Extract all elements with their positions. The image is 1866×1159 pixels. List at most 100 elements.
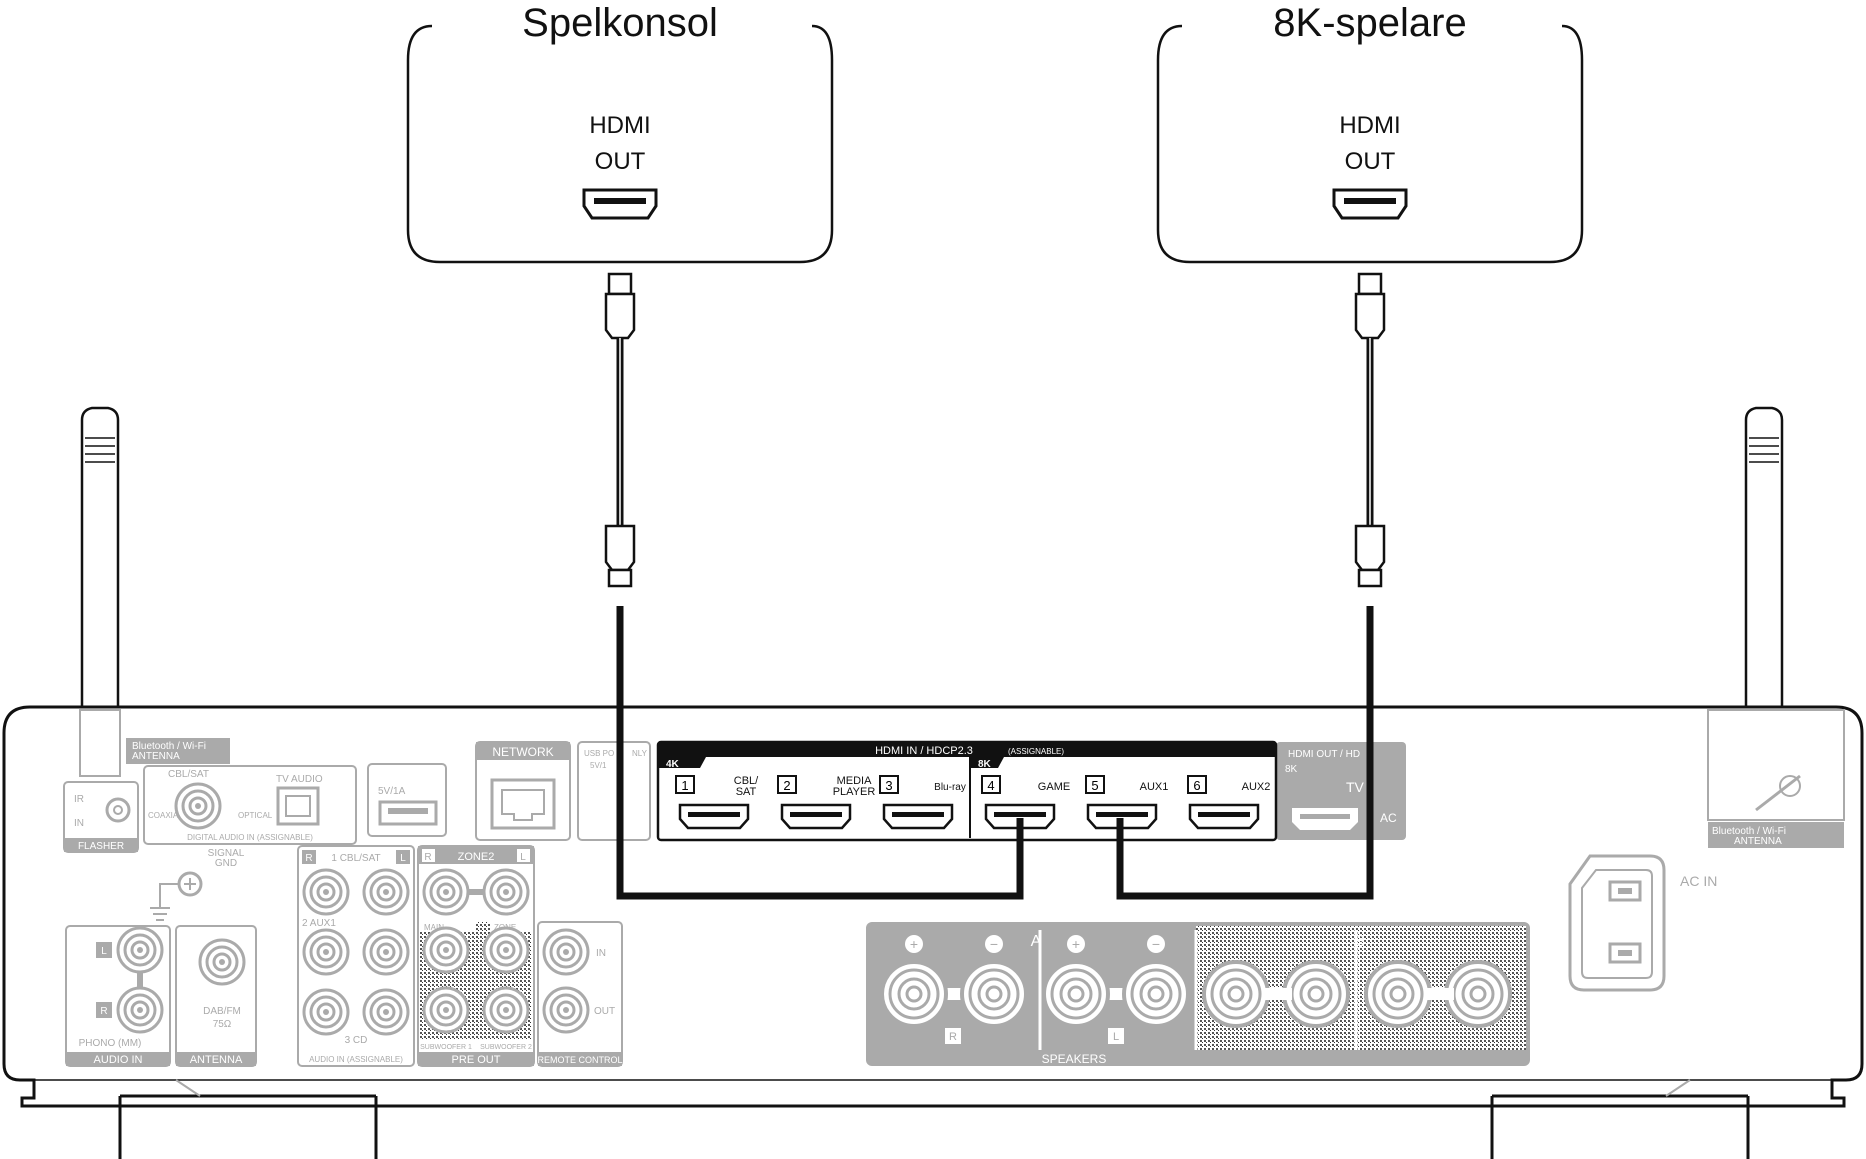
audio-in-cd-l-jack[interactable] bbox=[362, 988, 410, 1036]
hdmi-in-2-port[interactable] bbox=[780, 803, 852, 830]
hdmi-in-4-num: 4 bbox=[987, 778, 994, 793]
usb-port-label-3: NLY bbox=[632, 749, 648, 758]
hdmi-in-assignable: (ASSIGNABLE) bbox=[1008, 747, 1064, 756]
signal-gnd-label-1: SIGNAL bbox=[208, 848, 245, 859]
player-8k-hdmi-out-port[interactable] bbox=[1332, 188, 1408, 220]
audio-in-cd-label: 3 CD bbox=[345, 1035, 368, 1046]
audio-in-aux1-r-jack[interactable] bbox=[302, 928, 350, 976]
hdmi-in-3-port[interactable] bbox=[882, 803, 954, 830]
speakers-a-label: A bbox=[1031, 933, 1042, 950]
game-console-device: Spelkonsol HDMI OUT bbox=[406, 1, 834, 264]
speaker-a-r-minus-terminal[interactable] bbox=[960, 960, 1028, 1028]
hdmi-in-6-port[interactable] bbox=[1188, 803, 1260, 830]
left-antenna-label-2: ANTENNA bbox=[132, 751, 180, 762]
audio-in-cd-r-jack[interactable] bbox=[302, 988, 350, 1036]
speaker-b-l-minus-terminal[interactable] bbox=[1444, 960, 1512, 1028]
remote-in-jack[interactable] bbox=[542, 928, 590, 976]
audio-in-cbl-sat-label: 1 CBL/SAT bbox=[331, 853, 380, 864]
zone2-l-label: L bbox=[520, 852, 526, 863]
usb-port-label-1: USB PO bbox=[584, 749, 614, 758]
digital-coaxial-label: COAXIAL bbox=[148, 811, 183, 820]
speaker-b-r-plus-terminal[interactable] bbox=[1202, 960, 1270, 1028]
hdmi-out-arc-label: AC bbox=[1380, 811, 1397, 825]
speaker-b-l-plus-terminal[interactable] bbox=[1364, 960, 1432, 1028]
phono-r-label: R bbox=[100, 1006, 107, 1017]
subwoofer-2-jack[interactable] bbox=[482, 986, 530, 1034]
optical-jack[interactable] bbox=[276, 786, 320, 826]
game-console-port-label-2: OUT bbox=[595, 148, 646, 175]
zone2-r-label: R bbox=[424, 852, 431, 863]
remote-out-jack[interactable] bbox=[542, 986, 590, 1034]
subwoofer-1-label: SUBWOOFER 1 bbox=[420, 1044, 472, 1051]
remote-out-label: OUT bbox=[594, 1006, 615, 1017]
remote-control-label: REMOTE CONTROL bbox=[537, 1055, 622, 1065]
flasher-jack[interactable] bbox=[105, 797, 131, 823]
network-section: NETWORK bbox=[475, 741, 571, 841]
game-console-hdmi-out-port[interactable] bbox=[582, 188, 658, 220]
pre-out-main-label: MAIN bbox=[424, 923, 444, 932]
digital-optical-label: OPTICAL bbox=[238, 811, 273, 820]
right-antenna bbox=[1744, 406, 1784, 782]
hdmi-in-1-label-2: SAT bbox=[736, 786, 757, 798]
player-8k-port-label-1: HDMI bbox=[1339, 112, 1400, 139]
phono-section: L R PHONO (MM) AUDIO IN bbox=[65, 925, 171, 1067]
speakers-section: A B + − R + − L SPEAKERS bbox=[866, 922, 1530, 1066]
audio-in-cbl-sat-l-jack[interactable] bbox=[362, 868, 410, 916]
player-8k-port-label-2: OUT bbox=[1345, 148, 1396, 175]
pre-out-main-l-jack[interactable] bbox=[482, 926, 530, 974]
hdmi-in-2-num: 2 bbox=[783, 778, 790, 793]
coaxial-jack[interactable] bbox=[174, 782, 222, 830]
speaker-b-r-minus-terminal[interactable] bbox=[1282, 960, 1350, 1028]
flasher-section: IR IN FLASHER bbox=[63, 781, 139, 853]
cable-game-plug-bottom bbox=[604, 524, 636, 588]
network-label: NETWORK bbox=[492, 745, 553, 759]
antenna-dab-fm: DAB/FM bbox=[203, 1006, 241, 1017]
speaker-a-r-plus-terminal[interactable] bbox=[880, 960, 948, 1028]
usb-port-label-2: 5V/1 bbox=[590, 761, 607, 770]
signal-gnd-section: SIGNAL GND bbox=[150, 848, 245, 921]
left-antenna-label-1: Bluetooth / Wi-Fi bbox=[132, 741, 206, 752]
hdmi-in-3-num: 3 bbox=[885, 778, 892, 793]
audio-in-cbl-sat-r-jack[interactable] bbox=[302, 868, 350, 916]
cable-game-console bbox=[604, 272, 1024, 900]
speaker-a-r-label: R bbox=[949, 1031, 957, 1043]
zone2-r-jack[interactable] bbox=[422, 868, 470, 916]
hdmi-in-6-label: AUX2 bbox=[1242, 781, 1271, 793]
dab-fm-jack[interactable] bbox=[198, 938, 246, 986]
hdmi-in-2-label-2: PLAYER bbox=[833, 786, 876, 798]
hdmi-in-4k-badge: 4K bbox=[666, 759, 680, 770]
ac-in-label: AC IN bbox=[1680, 873, 1717, 889]
left-antenna-port[interactable]: Bluetooth / Wi-Fi ANTENNA bbox=[79, 709, 230, 777]
subwoofer-1-jack[interactable] bbox=[422, 986, 470, 1034]
right-antenna-label-1: Bluetooth / Wi-Fi bbox=[1712, 826, 1786, 837]
hdmi-out-badge: 8K bbox=[1285, 764, 1298, 775]
speakers-label: SPEAKERS bbox=[1042, 1052, 1107, 1066]
phono-mm-label: PHONO (MM) bbox=[79, 1038, 142, 1049]
hdmi-in-5-label: AUX1 bbox=[1140, 781, 1169, 793]
flasher-ir: IR bbox=[74, 794, 84, 805]
remote-in-label: IN bbox=[596, 948, 606, 959]
phono-l-jack[interactable] bbox=[116, 926, 164, 974]
phono-l-label: L bbox=[101, 946, 107, 957]
audio-in-assignable-label: AUDIO IN (ASSIGNABLE) bbox=[309, 1055, 403, 1064]
audio-in-aux1-l-jack[interactable] bbox=[362, 928, 410, 976]
hdmi-in-1-port[interactable] bbox=[678, 803, 750, 830]
player-8k-title: 8K-spelare bbox=[1273, 1, 1466, 45]
right-antenna-port[interactable]: Bluetooth / Wi-Fi ANTENNA bbox=[1707, 709, 1845, 848]
subwoofer-2-label: SUBWOOFER 2 bbox=[480, 1044, 532, 1051]
phono-r-jack[interactable] bbox=[116, 986, 164, 1034]
zone2-l-jack[interactable] bbox=[482, 868, 530, 916]
speaker-a-l-plus-terminal[interactable] bbox=[1042, 960, 1110, 1028]
pre-out-label: PRE OUT bbox=[452, 1054, 501, 1066]
right-antenna-label-2: ANTENNA bbox=[1734, 836, 1782, 847]
digital-audio-label: DIGITAL AUDIO IN (ASSIGNABLE) bbox=[187, 833, 313, 842]
cable-8k-plug-bottom bbox=[1354, 524, 1386, 588]
speaker-a-r-minus: − bbox=[990, 936, 998, 952]
speaker-a-l-minus-terminal[interactable] bbox=[1122, 960, 1190, 1028]
ac-in-socket[interactable] bbox=[1568, 854, 1666, 992]
antenna-75-ohm: 75Ω bbox=[213, 1019, 232, 1030]
hdmi-in-header: HDMI IN / HDCP2.3 bbox=[875, 745, 973, 757]
hdmi-in-8k-badge: 8K bbox=[978, 759, 992, 770]
usb-power-label: 5V/1A bbox=[378, 786, 406, 797]
pre-out-main-r-jack[interactable] bbox=[422, 926, 470, 974]
